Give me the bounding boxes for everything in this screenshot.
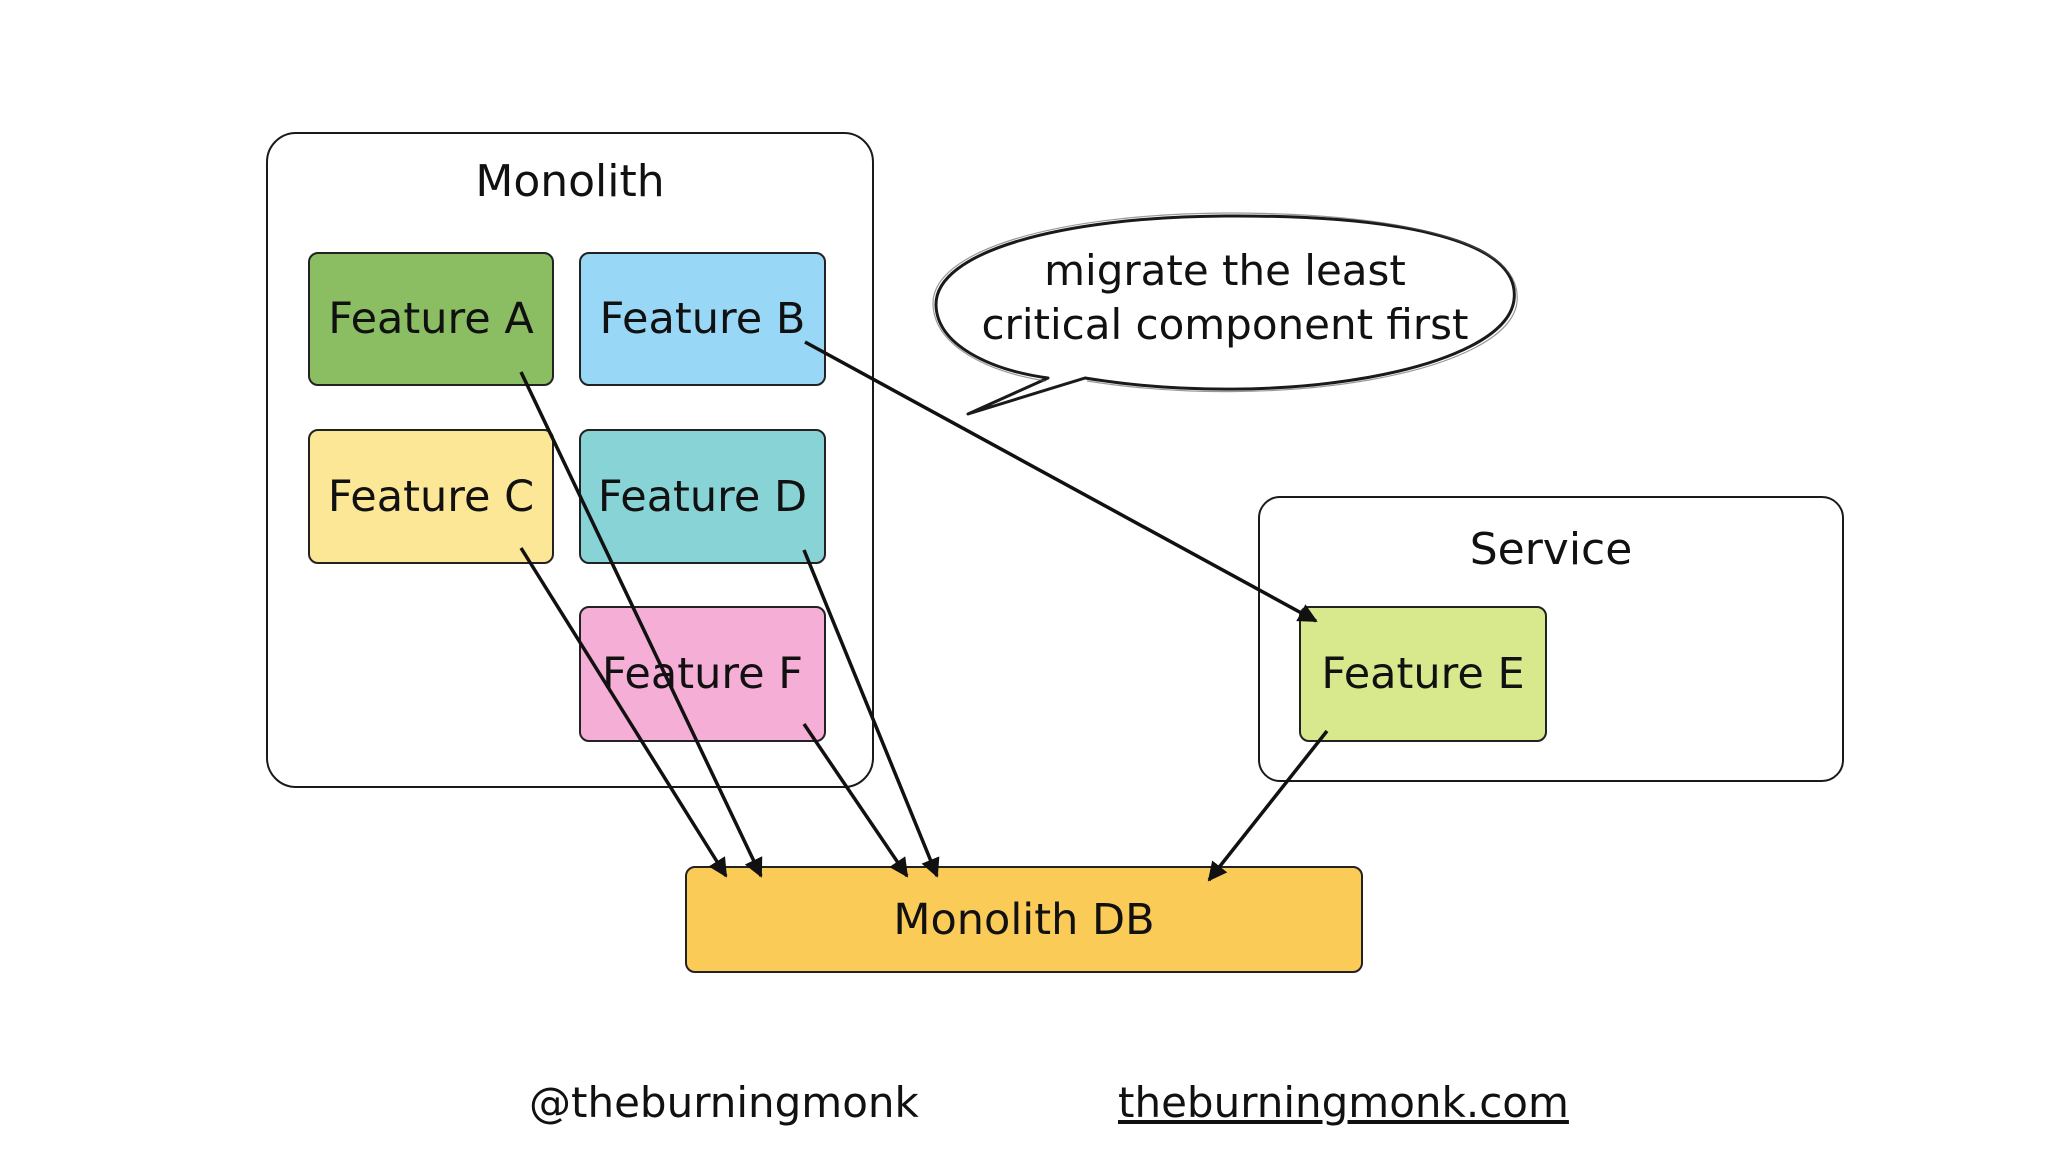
monolith-db-box: Monolith DB — [685, 866, 1363, 973]
callout-line-1: migrate the least — [1044, 246, 1406, 295]
feature-e-label: Feature E — [1321, 649, 1525, 699]
feature-d-label: Feature D — [597, 471, 808, 522]
monolith-title: Monolith — [475, 156, 665, 207]
feature-d-box: Feature D — [579, 429, 826, 564]
service-container: Service — [1258, 496, 1844, 782]
feature-b-label: Feature B — [599, 294, 806, 344]
feature-f-box: Feature F — [579, 606, 826, 742]
feature-e-box: Feature E — [1299, 606, 1547, 742]
footer-website-link[interactable]: theburningmonk.com — [1118, 1078, 1569, 1127]
feature-f-label: Feature F — [602, 649, 803, 699]
feature-c-box: Feature C — [308, 429, 554, 564]
monolith-db-label: Monolith DB — [893, 894, 1155, 945]
service-title: Service — [1469, 524, 1633, 575]
feature-a-box: Feature A — [308, 252, 554, 386]
callout-line-2: critical component first — [981, 300, 1469, 349]
callout-text: migrate the least critical component fir… — [950, 244, 1500, 352]
feature-a-label: Feature A — [328, 294, 534, 344]
feature-b-box: Feature B — [579, 252, 826, 386]
feature-c-label: Feature C — [327, 471, 535, 522]
arrow-feature-b-to-e — [804, 340, 1318, 623]
footer-handle: @theburningmonk — [529, 1078, 919, 1127]
